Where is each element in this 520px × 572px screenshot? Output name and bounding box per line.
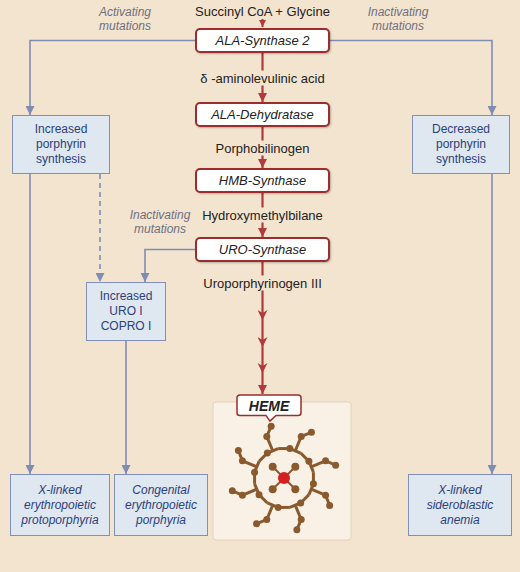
- effect-box: Increased URO I COPRO I: [86, 282, 166, 341]
- node-text: URO-Synthase: [219, 242, 306, 257]
- connector-arrow: [491, 174, 493, 474]
- substrate-label: Succinyl CoA + Glycine: [195, 4, 330, 19]
- side-chain: [295, 432, 311, 450]
- atom: [322, 457, 329, 464]
- atom: [291, 463, 299, 471]
- atom: [235, 447, 242, 454]
- enzyme-box: HMB-Synthase: [195, 168, 330, 193]
- heme-callout: HEME: [236, 394, 302, 422]
- atom: [268, 423, 275, 430]
- atom: [239, 492, 246, 499]
- atom: [298, 433, 305, 440]
- mutation-label: Inactivating mutations: [124, 208, 196, 236]
- connector-arrow: [30, 41, 195, 116]
- atom: [308, 429, 315, 436]
- atom: [305, 458, 312, 465]
- intermediate-label: Hydroxymethylbilane: [199, 208, 326, 223]
- mutation-label: Activating mutations: [89, 5, 161, 33]
- atom: [263, 516, 270, 523]
- connector-arrow: [145, 250, 195, 283]
- atom: [251, 469, 258, 476]
- connector-arrow: [125, 341, 127, 474]
- connector-arrow: [330, 41, 492, 116]
- atom: [297, 499, 304, 506]
- node-text: HEME: [249, 398, 289, 414]
- node-text: Increased URO I COPRO I: [92, 289, 160, 334]
- atom: [298, 516, 305, 523]
- atom: [264, 450, 271, 457]
- atom: [326, 502, 333, 509]
- substrate-arrow: [262, 19, 264, 27]
- atom: [322, 492, 329, 499]
- enzyme-box: URO-Synthase: [195, 237, 330, 262]
- atom: [253, 520, 260, 527]
- node-text: HMB-Synthase: [219, 173, 306, 188]
- side-chain: [257, 506, 273, 524]
- atom: [269, 485, 277, 493]
- disease-box: X-linked erythropoietic protoporphyria: [10, 474, 110, 536]
- intermediate-label: Porphobilinogen: [213, 140, 313, 155]
- atom: [286, 445, 293, 452]
- atom: [269, 463, 277, 471]
- intermediate-label: δ -aminolevulinic acid: [197, 70, 327, 85]
- iron-atom: [278, 472, 290, 484]
- atom: [275, 504, 282, 511]
- atom: [332, 462, 339, 469]
- heme-panel: [213, 402, 351, 540]
- atom: [239, 457, 246, 464]
- node-text: X-linked erythropoietic protoporphyria: [15, 483, 105, 528]
- connector-arrow: [99, 174, 101, 282]
- disease-box: X-linked sideroblastic anemia: [408, 474, 512, 536]
- node-text: X-linked sideroblastic anemia: [413, 483, 507, 528]
- side-chain: [238, 451, 256, 467]
- node-text: ALA-Dehydratase: [211, 107, 314, 122]
- atom: [256, 491, 263, 498]
- node-text: ALA-Synthase 2: [216, 33, 310, 48]
- atom: [229, 487, 236, 494]
- disease-box: Congenital erythropoietic porphyria: [114, 474, 208, 536]
- mutation-label: Inactivating mutations: [362, 5, 434, 33]
- node-text: Congenital erythropoietic porphyria: [119, 483, 203, 528]
- node-text: Increased porphyrin synthesis: [18, 122, 104, 167]
- node-text: Decreased porphyrin synthesis: [418, 122, 504, 167]
- atom: [310, 480, 317, 487]
- intermediate-label: Uroporphyrinogen III: [200, 276, 325, 291]
- effect-box: Decreased porphyrin synthesis: [412, 115, 510, 174]
- connector-arrow: [29, 174, 31, 474]
- heme-molecule: [229, 423, 339, 533]
- atom: [293, 526, 300, 533]
- enzyme-box: ALA-Synthase 2: [195, 28, 330, 53]
- atom: [291, 485, 299, 493]
- atom: [263, 433, 270, 440]
- effect-box: Increased porphyrin synthesis: [12, 115, 110, 174]
- enzyme-box: ALA-Dehydratase: [195, 102, 330, 127]
- side-chain: [312, 489, 330, 505]
